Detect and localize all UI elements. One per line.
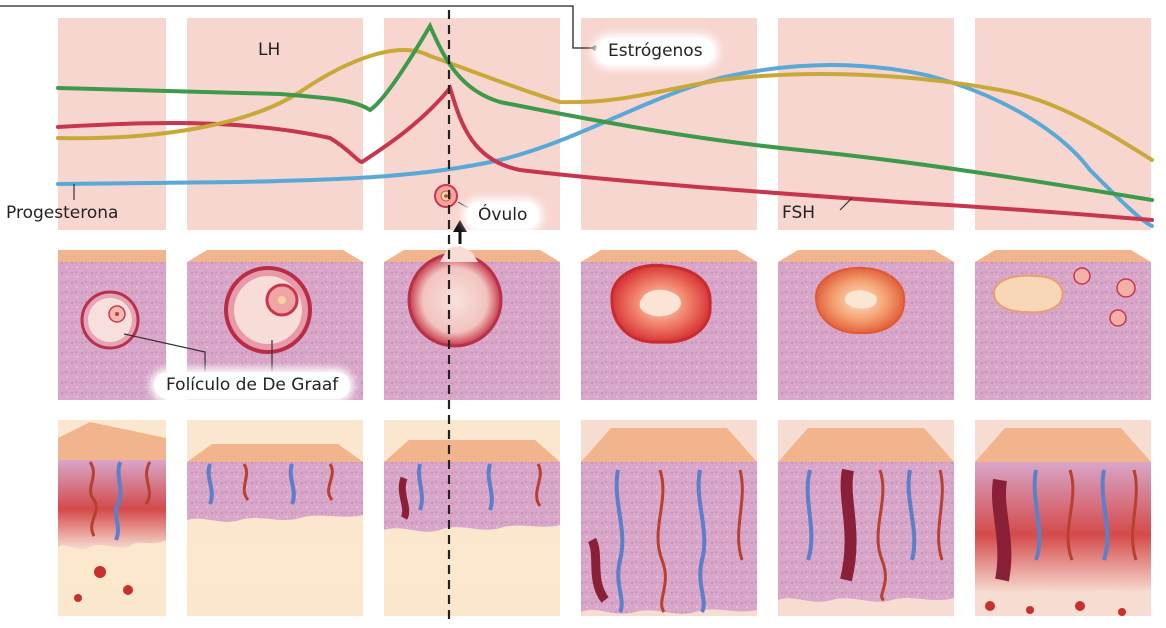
ovary-panel-3 [384, 246, 560, 400]
label-estrogenos: Estrógenos [596, 38, 715, 65]
endometrium-panel-1 [58, 420, 166, 616]
endometrium-panel-3 [384, 420, 560, 616]
label-fsh: FSH [782, 205, 815, 222]
ovary-panel-6 [975, 250, 1151, 400]
ovary-panel-4 [581, 250, 757, 400]
endometrium-panel-6 [975, 420, 1151, 616]
label-progesterona: Progesterona [6, 205, 118, 222]
hormone-panel-6 [975, 18, 1151, 230]
ovary-panel-1 [58, 250, 166, 400]
endometrium-panel-2 [187, 420, 363, 616]
label-foliculo: Folículo de De Graaf [154, 372, 350, 399]
label-ovulo: Óvulo [466, 202, 539, 229]
endometrium-panels [58, 420, 1151, 616]
ovary-panel-5 [778, 250, 954, 400]
endometrium-panel-4 [581, 420, 757, 616]
endometrium-panel-5 [778, 420, 954, 616]
label-lh: LH [258, 42, 280, 59]
